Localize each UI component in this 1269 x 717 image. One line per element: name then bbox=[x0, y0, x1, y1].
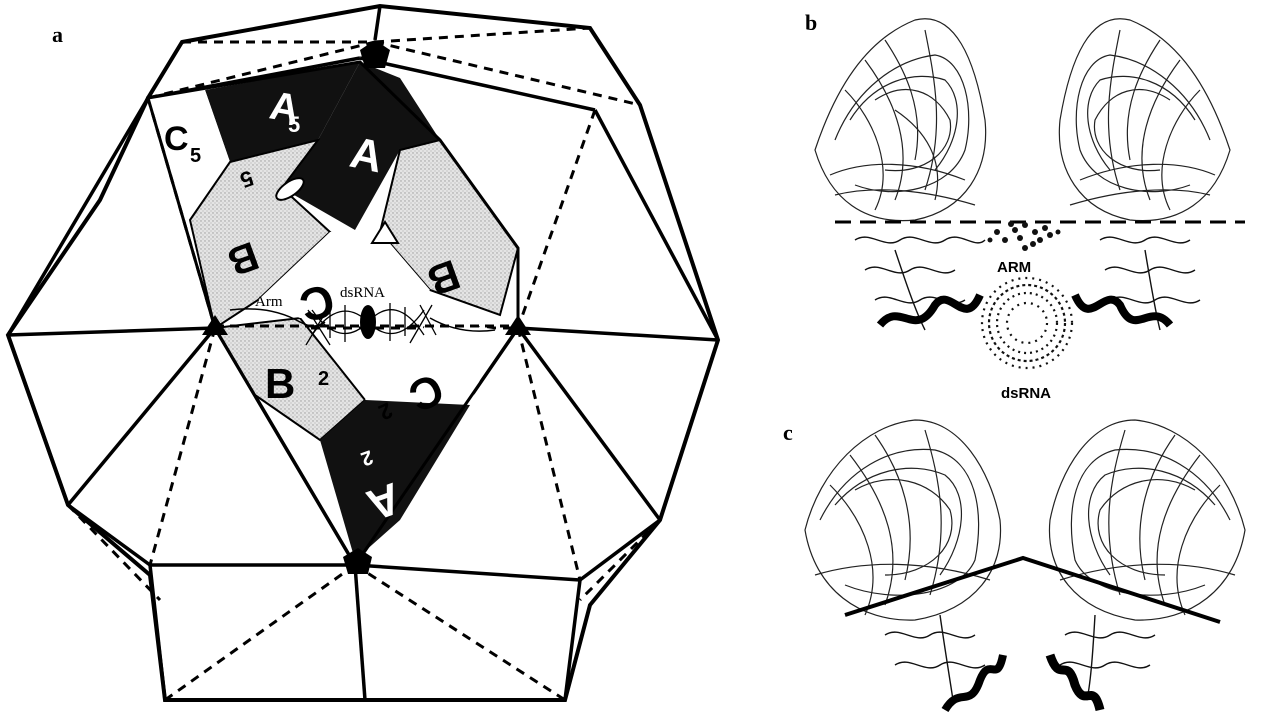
fivefold-pentagon-top bbox=[360, 40, 390, 68]
dsrna-atoms-b bbox=[982, 278, 1072, 368]
label-arm: Arm bbox=[255, 294, 283, 310]
helix-domain-left-c bbox=[885, 615, 985, 700]
label-c5: C bbox=[164, 120, 189, 158]
protein-ribbon-right-b bbox=[1059, 19, 1230, 221]
label-b2: B bbox=[265, 360, 295, 407]
label-dsrna-b: dsRNA bbox=[1001, 385, 1051, 402]
protein-ribbon-right-c bbox=[1049, 420, 1245, 620]
label-arm-b: ARM bbox=[997, 259, 1031, 276]
panel-b-ribbon-structure: b bbox=[775, 0, 1269, 410]
panel-b-label: b bbox=[805, 10, 817, 35]
unit-a2-region bbox=[320, 400, 470, 560]
panel-c-label: c bbox=[783, 420, 793, 445]
panel-c-ribbon-structure: c bbox=[775, 410, 1269, 717]
label-a5-sub: 5 bbox=[288, 112, 300, 137]
label-b2-sub: 2 bbox=[318, 368, 329, 390]
protein-ribbon-left-b bbox=[815, 19, 986, 221]
ribbon-structure-b: b bbox=[775, 0, 1269, 410]
bent-membrane-line-c bbox=[845, 558, 1220, 622]
protein-ribbon-left-c bbox=[805, 420, 1001, 620]
label-dsrna: dsRNA bbox=[340, 285, 385, 301]
panel-a-label: a bbox=[52, 22, 63, 47]
icosahedron-diagram: a A 5 A C 5 B 5 B C B 2 C 2 A 2 Arm dsRN… bbox=[0, 0, 730, 717]
arm-atoms-b bbox=[988, 221, 1061, 251]
label-c5-sub: 5 bbox=[190, 145, 201, 167]
panel-a-icosahedral-diagram: a A 5 A C 5 B 5 B C B 2 C 2 A 2 Arm dsRN… bbox=[0, 0, 730, 717]
ribbon-structure-c: c bbox=[775, 410, 1269, 717]
